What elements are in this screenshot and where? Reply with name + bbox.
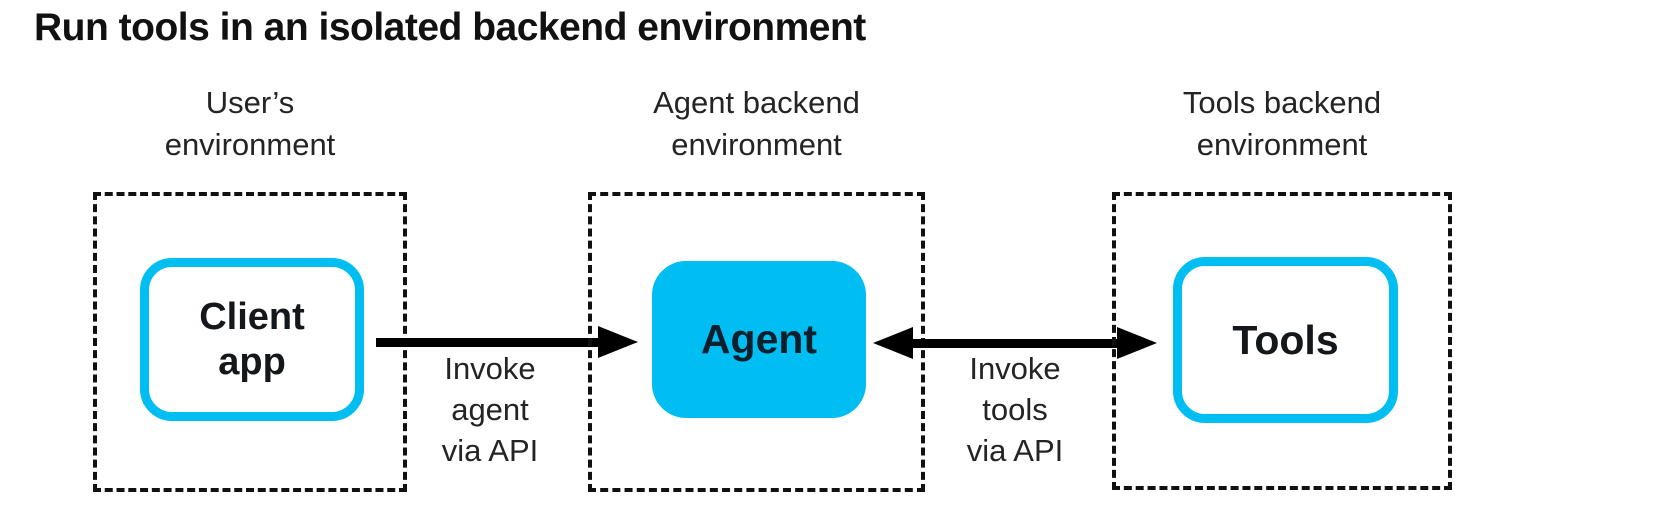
env-label-line: User’s [205,85,295,120]
env-label-user-environment: User’s environment [93,82,407,165]
invoke-agent-arrow-line [376,338,602,347]
connector-label-line: Invoke [969,351,1061,386]
node-label-line: Client [199,295,305,338]
node-label-line: Agent [700,316,818,363]
connector-label-line: via API [966,433,1064,469]
node-label-line: app [218,340,286,383]
invoke-agent-arrowhead-right-icon [598,326,638,358]
invoke-agent-label: Invoke agent via API [410,348,570,472]
node-client-app: Client app [140,258,364,421]
node-label-line: Tools [1232,316,1339,363]
node-tools: Tools [1173,257,1398,423]
invoke-tools-arrow-line [905,339,1127,348]
env-label-line: Agent backend [653,85,860,120]
connector-label-line: via API [441,433,539,469]
env-label-agent-backend: Agent backend environment [588,82,925,165]
node-client-app-label: Client app [199,295,305,385]
invoke-tools-label: Invoke tools via API [935,348,1095,472]
env-label-line: environment [1196,126,1368,162]
diagram-title: Run tools in an isolated backend environ… [34,6,866,49]
env-label-tools-backend: Tools backend environment [1112,82,1452,165]
env-label-line: Tools backend [1182,85,1382,120]
invoke-tools-arrowhead-right-icon [1117,327,1157,359]
connector-label-line: tools [982,392,1048,428]
node-tools-label: Tools [1232,316,1338,364]
env-label-line: environment [671,126,842,162]
env-label-line: environment [164,126,336,162]
node-agent: Agent [652,261,866,418]
env-box-tools-backend [1112,192,1452,490]
node-agent-label: Agent [701,315,817,363]
connector-label-line: Invoke [444,351,536,386]
connector-label-line: agent [451,392,529,428]
